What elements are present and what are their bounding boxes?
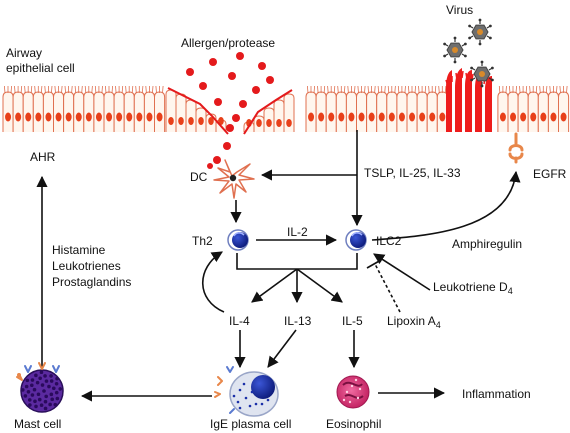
label-th2: Th2	[192, 234, 213, 248]
virus-icon	[470, 60, 494, 88]
allergen-dot	[252, 86, 260, 94]
epithelial-cell	[527, 91, 539, 132]
arrow-amphiregulin	[371, 170, 521, 241]
arrow-to-il4	[251, 268, 298, 303]
dendritic-cell	[207, 156, 255, 199]
epithelial-cell	[113, 91, 125, 132]
epithelial-cell	[345, 91, 357, 132]
label-prostaglandins: Prostaglandins	[52, 275, 132, 289]
allergen-dot	[266, 76, 274, 84]
egfr-receptor	[508, 132, 524, 164]
epithelial-cell	[517, 91, 529, 132]
label-allergen: Allergen/protease	[181, 36, 276, 50]
virus-icon	[468, 18, 492, 46]
epithelial-cell	[12, 91, 24, 132]
epithelial-cell	[154, 91, 166, 132]
label-ilc2: ILC2	[376, 234, 402, 248]
epithelial-cell	[386, 91, 398, 132]
epithelial-cell	[22, 91, 34, 132]
epithelial-cell	[103, 91, 115, 132]
virus-icon	[443, 36, 467, 64]
arrows	[36, 130, 521, 402]
epithelial-cell	[32, 91, 44, 132]
epithelial-cell	[133, 91, 145, 132]
label-eosinophil: Eosinophil	[326, 417, 382, 431]
label-amphiregulin: Amphiregulin	[452, 237, 523, 251]
virus-particles	[443, 18, 494, 88]
epithelial-cell	[507, 91, 519, 132]
epithelial-cell	[436, 91, 448, 132]
epithelial-cell	[366, 91, 378, 132]
ilc2-cell	[345, 229, 367, 251]
allergen-dot	[239, 100, 247, 108]
arrow-leukotriene-to-ilc2	[373, 253, 431, 291]
label-tslp: TSLP, IL-25, IL-33	[364, 166, 461, 180]
virus-damaged-cells	[445, 68, 492, 132]
epithelial-cell	[396, 91, 408, 132]
epithelial-cell	[547, 91, 559, 132]
allergen-dot	[223, 142, 231, 150]
allergen-dot	[214, 98, 222, 106]
label-il4: IL-4	[229, 314, 250, 328]
allergen-dot	[226, 124, 234, 132]
label-il5: IL-5	[342, 314, 363, 328]
label-il13: IL-13	[284, 314, 312, 328]
label-airway: Airway	[6, 46, 43, 60]
epithelial-cell	[63, 91, 75, 132]
mast-cell	[16, 362, 64, 413]
ige-plasma-cell	[214, 366, 279, 417]
epithelial-cell	[558, 91, 570, 132]
label-il2: IL-2	[287, 225, 308, 239]
epithelial-cell	[537, 91, 549, 132]
allergen-dot	[209, 58, 217, 66]
arrow-il13-to-plasma	[267, 329, 297, 368]
epithelial-cell	[42, 91, 54, 132]
airway-epithelium	[2, 85, 570, 135]
epithelial-cell	[83, 91, 95, 132]
epithelial-cell	[335, 91, 347, 132]
epithelial-cell	[325, 91, 337, 132]
arrow-to-il5	[296, 268, 343, 303]
epithelial-cell	[93, 91, 105, 132]
eosinophil-cell	[336, 375, 370, 409]
label-inflammation: Inflammation	[462, 387, 531, 401]
label-leukotriene-d4: Leukotriene D4	[433, 280, 513, 296]
epithelial-cell	[305, 91, 317, 132]
epithelial-cell	[497, 91, 509, 132]
epithelial-cell	[356, 91, 368, 132]
label-histamine: Histamine	[52, 243, 106, 257]
label-mast-cell: Mast cell	[14, 417, 62, 431]
label-dc: DC	[190, 170, 208, 184]
label-leukotrienes: Leukotrienes	[52, 259, 121, 273]
label-plasma-cell: IgE plasma cell	[210, 417, 292, 431]
allergen-dot	[232, 114, 240, 122]
epithelial-cell	[376, 91, 388, 132]
label-lipoxin-a4: Lipoxin A4	[387, 314, 441, 330]
label-egfr: EGFR	[533, 167, 567, 181]
allergen-dot	[236, 52, 244, 60]
allergen-dot	[199, 82, 207, 90]
lipoxin-inhibition	[366, 259, 401, 313]
cytokine-bracket	[236, 253, 358, 270]
label-epithelial-cell: epithelial cell	[6, 61, 75, 75]
epithelial-cell	[406, 91, 418, 132]
epithelial-cell	[416, 91, 428, 132]
arrow-il4-loop-th2	[201, 251, 225, 313]
epithelial-cell	[143, 91, 155, 132]
allergen-dot	[258, 62, 266, 70]
epithelial-cell	[426, 91, 438, 132]
allergen-dot	[186, 68, 194, 76]
epithelial-cell	[123, 91, 135, 132]
label-ahr: AHR	[30, 150, 56, 164]
allergen-dot	[228, 72, 236, 80]
epithelial-cell	[53, 91, 65, 132]
th2-cell	[227, 229, 249, 251]
epithelial-cell	[2, 91, 14, 132]
allergen-particles	[186, 52, 274, 150]
epithelial-cell	[73, 91, 85, 132]
label-virus: Virus	[446, 3, 474, 17]
epithelial-cell	[315, 91, 327, 132]
